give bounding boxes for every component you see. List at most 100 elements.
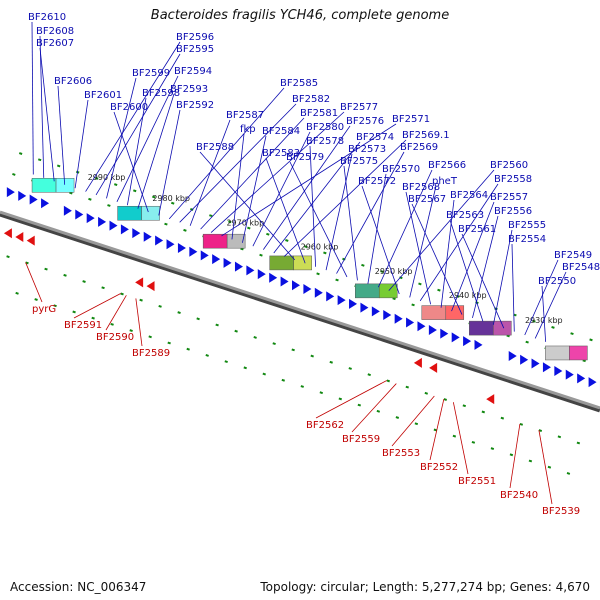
- guide-dot: [152, 195, 156, 199]
- forward-label-leader: [511, 243, 515, 332]
- forward-label-leader: [95, 53, 181, 196]
- guide-dot: [357, 403, 362, 407]
- guide-dot: [386, 379, 390, 383]
- forward-gene-label: pheT: [432, 176, 458, 187]
- backbone: [0, 210, 600, 410]
- guide-dot: [551, 326, 555, 329]
- guide-dot: [329, 360, 333, 364]
- forward-label-leader: [461, 233, 505, 329]
- forward-label-leader: [137, 93, 175, 209]
- guide-dot: [338, 397, 343, 401]
- forward-label-leader: [534, 271, 567, 339]
- forward-gene-arrow: [406, 317, 415, 328]
- reverse-label-leader: [135, 298, 143, 347]
- forward-gene-label: BF2580: [306, 122, 344, 133]
- forward-gene-arrow: [155, 235, 164, 246]
- forward-label-leader: [451, 201, 495, 312]
- reverse-label-leader: [315, 380, 388, 419]
- forward-gene-label: fkp: [240, 124, 256, 135]
- reverse-gene-label: BF2551: [458, 476, 496, 487]
- guide-dot: [528, 459, 533, 463]
- forward-gene-label: BF2578: [306, 136, 344, 147]
- forward-label-leader: [409, 185, 437, 298]
- guide-dot: [110, 322, 114, 326]
- guide-dot: [361, 263, 365, 267]
- reverse-gene-arrow: [146, 281, 155, 292]
- forward-gene-arrow: [360, 302, 369, 313]
- forward-label-leader: [336, 151, 405, 274]
- forward-gene-label: BF2587: [226, 110, 264, 121]
- reverse-gene-arrow: [429, 362, 438, 373]
- forward-gene-label: BF2584: [262, 126, 300, 137]
- guide-dot: [452, 434, 457, 438]
- reverse-label-leader: [509, 423, 521, 489]
- forward-gene-arrow: [440, 328, 449, 339]
- forward-gene-label: BF2585: [280, 78, 318, 89]
- guide-dot: [120, 292, 124, 296]
- guide-dot: [158, 304, 162, 308]
- forward-gene-arrow: [200, 250, 209, 261]
- guide-dot: [557, 435, 562, 439]
- forward-label-leader: [127, 97, 147, 206]
- forward-gene-label: BF2595: [176, 44, 214, 55]
- forward-gene-arrow: [189, 246, 198, 257]
- guide-dot: [405, 385, 409, 389]
- guide-dot: [44, 267, 48, 271]
- scale-tick-label: 2940 kbp: [449, 291, 487, 300]
- reverse-label-leader: [73, 293, 121, 319]
- guide-dot: [139, 298, 143, 302]
- forward-gene-label: BF2554: [508, 234, 546, 245]
- forward-gene-arrow: [474, 339, 483, 350]
- guide-dot: [395, 416, 400, 419]
- reverse-label-leader: [538, 430, 553, 505]
- forward-gene-arrow: [337, 295, 346, 306]
- forward-gene-arrow: [18, 190, 27, 201]
- forward-gene-label: BF2592: [176, 100, 214, 111]
- forward-gene-label: BF2588: [196, 142, 234, 153]
- guide-dot: [414, 422, 419, 426]
- forward-label-leader: [343, 165, 358, 281]
- forward-gene-arrow: [246, 265, 255, 276]
- forward-gene-label: BF2600: [110, 102, 148, 113]
- guide-dot: [376, 409, 381, 413]
- forward-gene-label: BF2598: [142, 88, 180, 99]
- forward-gene-arrow: [269, 272, 278, 283]
- forward-label-leader: [116, 75, 179, 202]
- forward-gene-arrow: [565, 369, 574, 380]
- guide-dot: [88, 197, 92, 201]
- forward-label-leader: [541, 285, 547, 342]
- guide-dot: [319, 391, 324, 395]
- guide-dot: [323, 251, 327, 255]
- guide-dot: [418, 282, 422, 286]
- forward-gene-arrow: [86, 213, 95, 224]
- forward-gene-label: BF2558: [494, 174, 532, 185]
- forward-label-leader: [361, 185, 400, 295]
- reverse-label-leader: [429, 398, 445, 461]
- forward-gene-arrow: [166, 239, 175, 250]
- forward-gene-arrow: [417, 321, 426, 332]
- forward-gene-arrow: [257, 269, 266, 280]
- forward-gene-arrow: [463, 336, 472, 347]
- forward-label-leader: [74, 99, 89, 189]
- guide-dot: [18, 152, 23, 155]
- forward-gene-label: BF2583: [262, 148, 300, 159]
- forward-gene-arrow: [451, 332, 460, 343]
- forward-gene-label: BF2567: [408, 194, 446, 205]
- forward-label-leader: [179, 103, 297, 223]
- guide-dot: [576, 441, 581, 445]
- forward-gene-label: BF2561: [458, 224, 496, 235]
- scale-tick-label: 2950 kbp: [375, 267, 413, 276]
- forward-gene-arrow: [292, 280, 301, 291]
- forward-label-leader: [273, 141, 361, 254]
- forward-gene-arrow: [394, 313, 403, 324]
- guide-dot: [304, 245, 308, 249]
- forward-gene-arrow: [63, 205, 72, 216]
- forward-label-leader: [388, 169, 495, 291]
- forward-gene-label: BF2570: [382, 164, 420, 175]
- forward-gene-label: BF2607: [36, 38, 74, 49]
- feature-block: [269, 255, 294, 271]
- feature-block: [421, 305, 447, 320]
- forward-gene-arrow: [554, 365, 563, 376]
- forward-label-leader: [309, 145, 317, 267]
